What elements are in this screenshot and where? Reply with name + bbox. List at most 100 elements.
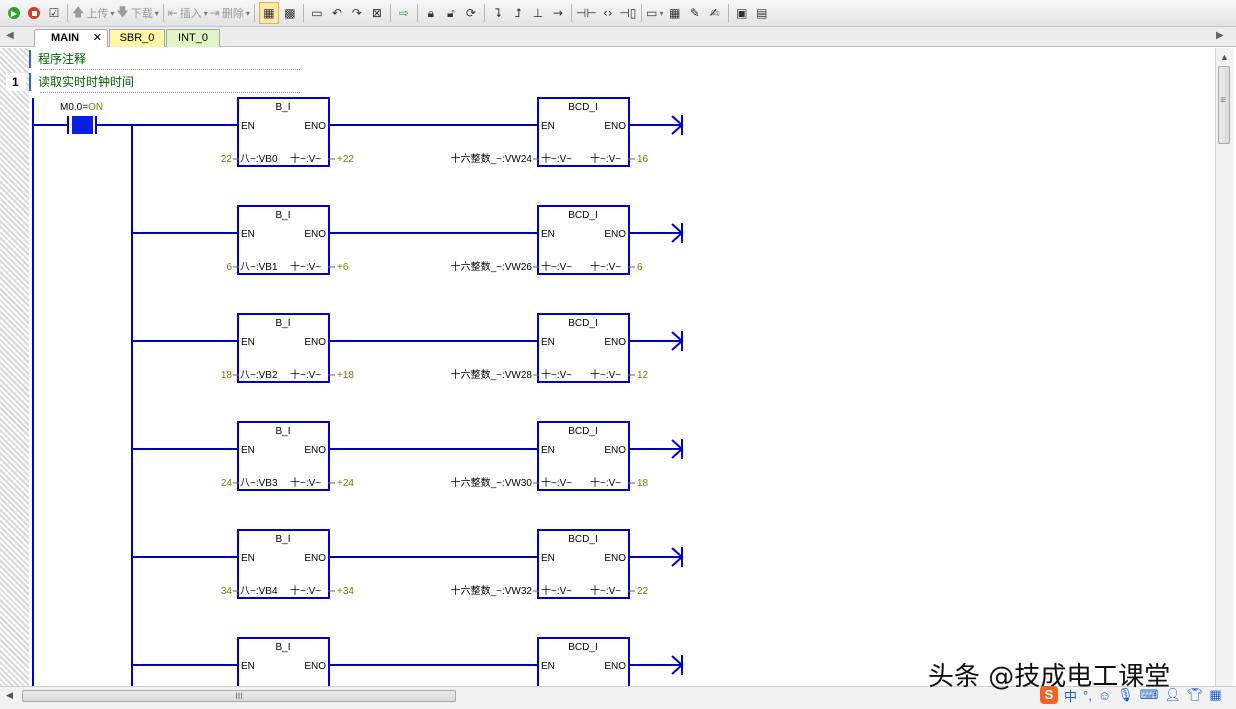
b-i-out-value: +22: [337, 154, 354, 165]
keyboard-icon[interactable]: ⌨: [1139, 687, 1159, 702]
table-button[interactable]: ▦: [666, 3, 684, 23]
ime-punct-label[interactable]: °,: [1083, 687, 1092, 703]
b-i-box[interactable]: [237, 421, 330, 491]
contact-button[interactable]: ⊣⊢: [576, 3, 597, 23]
program-comment[interactable]: 程序注释: [29, 50, 308, 68]
b-i-in-value: 34: [221, 586, 233, 597]
refresh-button[interactable]: ⟳: [462, 3, 480, 23]
branch-up-button[interactable]: ⮥: [509, 3, 527, 23]
unlock-button[interactable]: 🔓︎: [442, 3, 460, 23]
program-status-button[interactable]: ▦: [258, 2, 279, 24]
pou-properties-button[interactable]: ▤: [753, 3, 771, 23]
bcd-i-en-pin: EN: [541, 337, 555, 348]
b-i-box[interactable]: [237, 97, 330, 167]
b-i-eno-pin: ENO: [304, 553, 326, 564]
ime-toolbar[interactable]: S 中 °, ☺ 🎙︎ ⌨ 👤︎ 👕︎ ▦: [1040, 684, 1236, 706]
bcd-i-en-pin: EN: [541, 121, 555, 132]
edit-button[interactable]: ✍: [706, 3, 724, 23]
bcd-i-box[interactable]: [537, 421, 630, 491]
scroll-left-icon[interactable]: ◀: [6, 690, 13, 700]
program-status-icon: ▦: [263, 6, 275, 20]
skin-icon[interactable]: 👕︎: [1186, 687, 1204, 702]
tab-main-label: MAIN: [51, 32, 80, 44]
box-button[interactable]: ⊣▯: [619, 3, 637, 23]
b-i-box[interactable]: [237, 313, 330, 383]
edit-icon: ✍: [709, 6, 720, 20]
delete-button[interactable]: ⇥删除▾: [209, 6, 250, 20]
bcd-i-eno-pin: ENO: [604, 121, 626, 132]
network-comment-icon: ↶: [331, 6, 342, 20]
bcd-i-en-pin: EN: [541, 445, 555, 456]
upload-button[interactable]: 🡅上传▾: [72, 3, 114, 23]
vertical-scroll-thumb[interactable]: [1218, 66, 1230, 144]
pou-comment-button[interactable]: ↷: [348, 3, 366, 23]
toolbar: ▶ ☑ 🡅上传▾ 🡇下载▾ ⇤插入▾ ⇥删除▾ ▦ ▩ ▭ ↶ ↷ ⊠ ⇨ 🔒︎…: [0, 0, 1236, 27]
stop-button[interactable]: [25, 3, 43, 23]
run-button[interactable]: ▶: [5, 3, 23, 23]
lock-button[interactable]: 🔒︎: [422, 3, 440, 23]
comment-icon: ▭: [311, 6, 323, 20]
branch-down-button[interactable]: ⮧: [489, 3, 507, 23]
mic-icon[interactable]: 🎙︎: [1117, 687, 1134, 702]
bcd-i-box[interactable]: [537, 529, 630, 599]
bcd-i-out-value: 12: [637, 370, 649, 381]
user-icon[interactable]: 👤︎: [1164, 687, 1181, 702]
b-i-en-pin: EN: [241, 121, 255, 132]
network-comment[interactable]: 读取实时时钟时间: [29, 73, 308, 91]
ime-language-label[interactable]: 中: [1064, 688, 1078, 704]
b-i-title: B_I: [275, 102, 290, 113]
compile-button[interactable]: ☑: [45, 3, 63, 23]
scroll-up-icon[interactable]: ▲: [1220, 52, 1229, 62]
bcd-i-in-symbol: 十六整数_~:VW26: [451, 260, 533, 273]
trend-button[interactable]: ▩: [281, 3, 299, 23]
b-i-out-operand: 十~:V~: [290, 260, 321, 273]
insert-button[interactable]: ⇤插入▾: [167, 6, 208, 20]
b-i-box[interactable]: [237, 637, 330, 686]
bcd-i-eno-pin: ENO: [604, 229, 626, 240]
tab-sbr-0[interactable]: SBR_0: [109, 29, 165, 47]
tab-scroll-right-icon[interactable]: ▶: [1216, 30, 1224, 41]
bcd-i-box[interactable]: [537, 97, 630, 167]
bookmark-button[interactable]: ⊠: [368, 3, 386, 23]
lock-icon: 🔒︎: [427, 5, 435, 20]
tab-sbr-label: SBR_0: [119, 32, 155, 44]
bcd-i-box[interactable]: [537, 637, 630, 686]
line-up-button[interactable]: ⊥: [529, 3, 547, 23]
b-i-out-operand: 十~:V~: [290, 152, 321, 165]
b-i-box[interactable]: [237, 205, 330, 275]
horizontal-scrollbar[interactable]: ◀ III: [0, 686, 1236, 709]
download-button[interactable]: 🡇下载▾: [116, 3, 158, 23]
tab-main[interactable]: MAIN ✕: [34, 29, 108, 47]
network-comment-button[interactable]: ↶: [328, 3, 346, 23]
bcd-i-in-operand: 十~:V~: [541, 584, 572, 597]
branch-up-icon: ⮥: [514, 5, 522, 20]
comment-button[interactable]: ▭: [308, 3, 326, 23]
bcd-i-box[interactable]: [537, 313, 630, 383]
next-button[interactable]: ⇨: [395, 3, 413, 23]
vertical-scrollbar[interactable]: ▲: [1215, 48, 1233, 686]
menu-icon[interactable]: ▦: [1209, 687, 1222, 702]
properties-button[interactable]: ▣: [733, 3, 751, 23]
tab-int-0[interactable]: INT_0: [166, 29, 220, 47]
contact-address: M0.0=ON: [60, 102, 103, 113]
tab-close-icon[interactable]: ✕: [92, 32, 102, 44]
emoji-icon[interactable]: ☺: [1097, 687, 1112, 703]
sogou-icon[interactable]: S: [1040, 686, 1058, 704]
horizontal-scroll-thumb[interactable]: III: [22, 690, 456, 702]
coil-button[interactable]: ‹›: [599, 3, 617, 23]
symbol-icon: ▭: [646, 6, 658, 20]
line-right-button[interactable]: →: [549, 3, 567, 23]
symbol-button[interactable]: ▭▾: [646, 6, 664, 20]
b-i-en-pin: EN: [241, 445, 255, 456]
b-i-box[interactable]: [237, 529, 330, 599]
bcd-i-box[interactable]: [537, 205, 630, 275]
tab-scroll-left-icon[interactable]: ◀: [6, 30, 14, 41]
b-i-eno-pin: ENO: [304, 445, 326, 456]
contact-m0-0[interactable]: [67, 116, 97, 134]
b-i-en-pin: EN: [241, 337, 255, 348]
memory-button[interactable]: ✎: [686, 3, 704, 23]
